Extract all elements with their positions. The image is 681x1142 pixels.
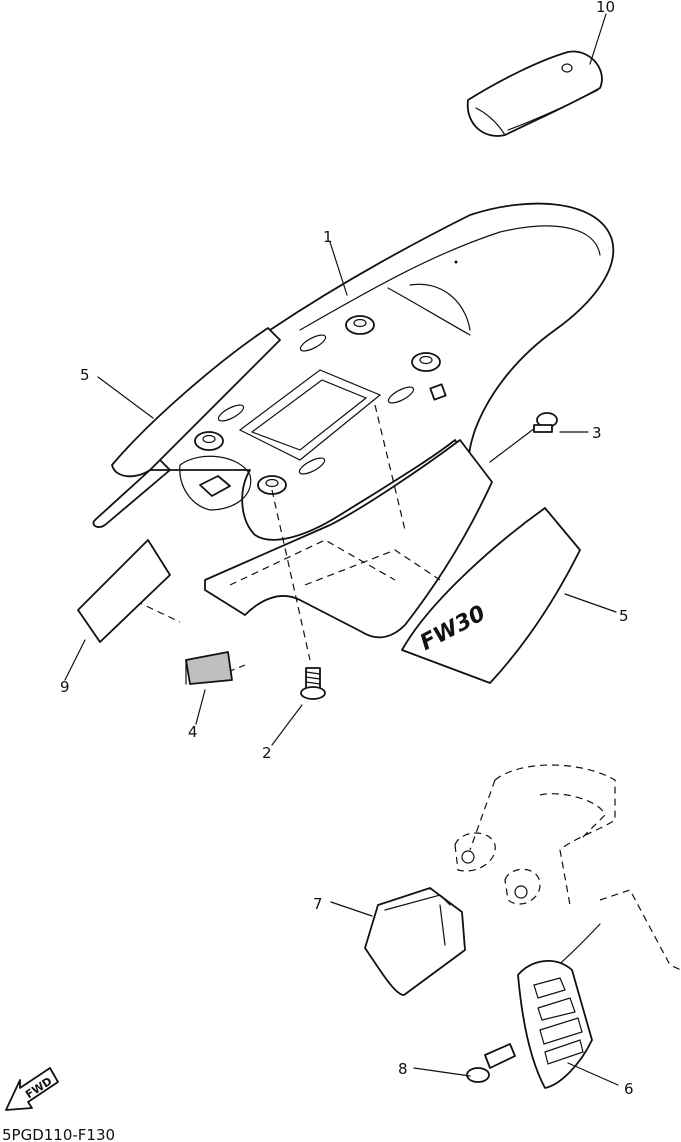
part-2-bolt bbox=[300, 667, 326, 700]
callout-5-right: 5 bbox=[619, 607, 629, 625]
callout-5-left: 5 bbox=[80, 366, 90, 384]
callout-2: 2 bbox=[262, 744, 272, 762]
part-7-bracket-cover bbox=[364, 887, 466, 996]
frame-outline bbox=[454, 764, 681, 971]
callout-3: 3 bbox=[592, 424, 602, 442]
part-8-screw bbox=[466, 1043, 516, 1083]
part-10-grip-cover bbox=[466, 50, 603, 137]
callout-1: 1 bbox=[323, 228, 333, 246]
leader-lines bbox=[64, 13, 619, 1086]
part-5-side-graphic-left bbox=[111, 327, 281, 478]
callout-9: 9 bbox=[60, 678, 70, 696]
part-6-heat-protector bbox=[517, 960, 593, 1089]
diagram-code: 5PGD110-F130 bbox=[2, 1126, 115, 1142]
callout-4: 4 bbox=[188, 723, 198, 741]
fwd-arrow-icon: FWD bbox=[5, 1067, 59, 1111]
callout-6: 6 bbox=[624, 1080, 634, 1098]
part-4-reflector bbox=[185, 651, 233, 685]
part-5-side-graphic-right: FW30 bbox=[401, 507, 581, 684]
callout-8: 8 bbox=[398, 1060, 408, 1078]
part-3-bolt bbox=[533, 412, 558, 433]
callout-labels: 1 2 3 4 5 5 6 7 8 9 10 bbox=[60, 0, 634, 1098]
callout-7: 7 bbox=[313, 895, 323, 913]
callout-10: 10 bbox=[596, 0, 615, 16]
part-9-label bbox=[77, 539, 171, 643]
part-1-rear-fender bbox=[92, 202, 615, 639]
